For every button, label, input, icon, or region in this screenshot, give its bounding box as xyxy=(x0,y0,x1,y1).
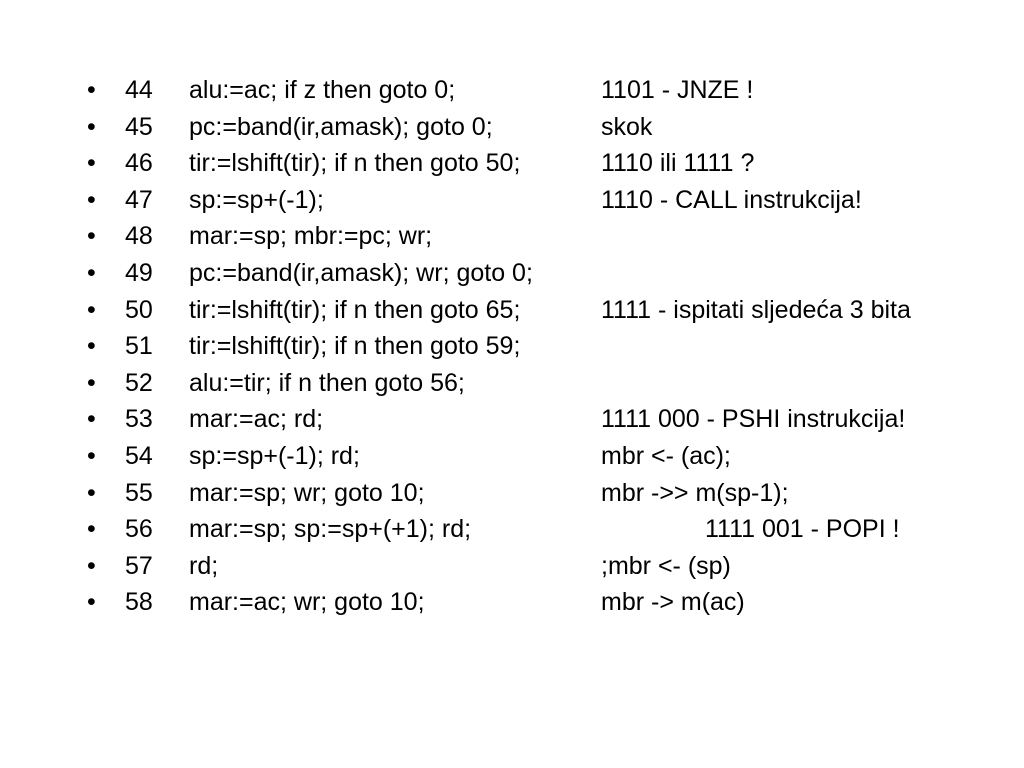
comment-text: ;mbr <- (sp) xyxy=(601,551,731,580)
bullet-icon: • xyxy=(87,222,96,251)
code-text: alu:=ac; if z then goto 0; xyxy=(189,76,456,104)
bullet-icon: • xyxy=(87,295,96,324)
list-item: • 48 mar:=sp; mbr:=pc; wr; xyxy=(82,218,982,255)
comment-text: skok xyxy=(601,112,653,141)
list-item: • 51 tir:=lshift(tir); if n then goto 59… xyxy=(82,328,982,365)
line-number: 48 xyxy=(125,222,153,251)
code-text: mar:=ac; rd; xyxy=(189,405,324,434)
comment-text: 1110 ili 1111 ? xyxy=(601,149,755,178)
comment-text: 1110 - CALL instrukcija! xyxy=(601,185,862,214)
line-number: 58 xyxy=(125,588,153,617)
bullet-icon: • xyxy=(87,478,96,507)
code-text: mar:=sp; sp:=sp+(+1); rd; xyxy=(189,515,472,544)
code-text: sp:=sp+(-1); xyxy=(189,185,324,214)
bullet-icon: • xyxy=(87,149,96,178)
code-text: mar:=sp; mbr:=pc; wr; xyxy=(189,222,433,251)
list-item: • 53 mar:=ac; rd; 1111 000 - PSHI instru… xyxy=(82,401,982,438)
line-number: 51 xyxy=(125,332,153,361)
line-number: 50 xyxy=(125,295,153,324)
comment-text: 1111 000 - PSHI instrukcija! xyxy=(601,405,906,434)
list-item: • 55 mar:=sp; wr; goto 10; mbr ->> m(sp-… xyxy=(82,475,982,512)
bullet-icon: • xyxy=(87,185,96,214)
code-text: tir:=lshift(tir); if n then goto 50; xyxy=(189,149,521,178)
code-text: tir:=lshift(tir); if n then goto 65; xyxy=(189,295,521,324)
bullet-icon: • xyxy=(87,332,96,361)
line-number: 44 xyxy=(125,76,153,104)
comment-text: 1111 001 - POPI ! xyxy=(705,515,900,544)
line-number: 55 xyxy=(125,478,153,507)
comment-text: mbr ->> m(sp-1); xyxy=(601,478,789,507)
list-item: • 45 pc:=band(ir,amask); goto 0; skok xyxy=(82,109,982,146)
bullet-icon: • xyxy=(87,76,96,104)
list-item: • 44 alu:=ac; if z then goto 0; 1101 - J… xyxy=(82,72,982,109)
code-text: mar:=ac; wr; goto 10; xyxy=(189,588,425,617)
comment-text: mbr <- (ac); xyxy=(601,441,731,470)
bullet-icon: • xyxy=(87,551,96,580)
code-text: pc:=band(ir,amask); wr; goto 0; xyxy=(189,258,533,287)
list-item: • 57 rd; ;mbr <- (sp) xyxy=(82,548,982,585)
line-number: 45 xyxy=(125,112,153,141)
code-text: tir:=lshift(tir); if n then goto 59; xyxy=(189,332,521,361)
comment-text: mbr -> m(ac) xyxy=(601,588,745,617)
list-item: • 49 pc:=band(ir,amask); wr; goto 0; xyxy=(82,255,982,292)
code-text: mar:=sp; wr; goto 10; xyxy=(189,478,425,507)
line-number: 49 xyxy=(125,258,153,287)
line-number: 46 xyxy=(125,149,153,178)
line-number: 47 xyxy=(125,185,153,214)
bullet-icon: • xyxy=(87,441,96,470)
comment-text: 1111 - ispitati sljedeća 3 bita xyxy=(601,295,911,324)
line-number: 53 xyxy=(125,405,153,434)
list-item: • 56 mar:=sp; sp:=sp+(+1); rd; 1111 001 … xyxy=(82,511,982,548)
list-item: • 54 sp:=sp+(-1); rd; mbr <- (ac); xyxy=(82,438,982,475)
bullet-icon: • xyxy=(87,515,96,544)
line-number: 52 xyxy=(125,368,153,397)
bullet-icon: • xyxy=(87,405,96,434)
list-item: • 52 alu:=tir; if n then goto 56; xyxy=(82,365,982,402)
code-text: alu:=tir; if n then goto 56; xyxy=(189,368,465,397)
comment-text: 1101 - JNZE ! xyxy=(601,76,754,104)
list-item: • 58 mar:=ac; wr; goto 10; mbr -> m(ac) xyxy=(82,584,982,621)
bullet-icon: • xyxy=(87,368,96,397)
line-number: 57 xyxy=(125,551,153,580)
list-item: • 50 tir:=lshift(tir); if n then goto 65… xyxy=(82,292,982,329)
microcode-list: • 44 alu:=ac; if z then goto 0; 1101 - J… xyxy=(82,72,982,621)
bullet-icon: • xyxy=(87,112,96,141)
code-text: rd; xyxy=(189,551,219,580)
line-number: 56 xyxy=(125,515,153,544)
list-item: • 46 tir:=lshift(tir); if n then goto 50… xyxy=(82,145,982,182)
line-number: 54 xyxy=(125,441,153,470)
code-text: pc:=band(ir,amask); goto 0; xyxy=(189,112,493,141)
bullet-icon: • xyxy=(87,258,96,287)
list-item: • 47 sp:=sp+(-1); 1110 - CALL instrukcij… xyxy=(82,182,982,219)
code-text: sp:=sp+(-1); rd; xyxy=(189,441,360,470)
bullet-icon: • xyxy=(87,588,96,617)
